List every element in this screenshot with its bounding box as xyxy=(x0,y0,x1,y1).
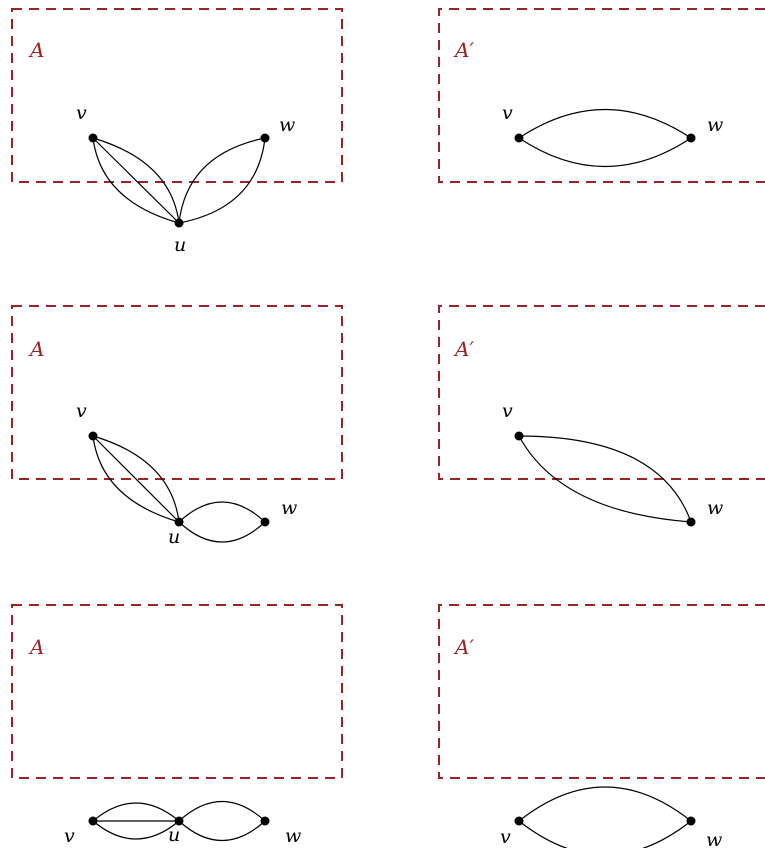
row-1: A v u w A′ v w xyxy=(11,8,765,256)
edge-v-w-upper xyxy=(518,435,692,523)
vertex-w-label: w xyxy=(279,114,295,136)
edge-u-w-lower xyxy=(178,137,266,224)
vertex-u-label: u xyxy=(174,234,186,256)
vertex-v-label: v xyxy=(502,400,513,422)
region-A-prime-label: A′ xyxy=(453,635,474,659)
edge-u-w-upper xyxy=(178,137,266,224)
vertex-w-label: w xyxy=(281,497,297,519)
vertex-v xyxy=(514,431,524,441)
vertex-u xyxy=(174,218,184,228)
region-A-prime-box xyxy=(438,8,765,183)
edge-v-u-lower xyxy=(92,820,180,840)
edge-u-w-lower xyxy=(178,820,266,841)
region-A-label: A xyxy=(28,635,44,659)
edge-v-u-upper xyxy=(92,435,180,523)
edge-v-u-lower xyxy=(92,435,180,523)
edge-v-u-straight xyxy=(92,137,180,224)
region-A-box xyxy=(11,604,343,779)
edge-v-w-lower xyxy=(518,137,692,168)
row-2-right-panel: A′ v w xyxy=(438,305,765,527)
vertex-v-label: v xyxy=(64,825,75,847)
edge-v-u-straight xyxy=(92,435,180,523)
vertex-v xyxy=(88,133,98,143)
vertex-w-label: w xyxy=(706,829,722,848)
edge-u-w-upper xyxy=(178,501,266,523)
region-A-box xyxy=(11,8,343,183)
vertex-w xyxy=(686,517,696,527)
vertex-w-label: w xyxy=(285,825,301,847)
row-1-left-panel: A v u w xyxy=(11,8,343,256)
vertex-w xyxy=(686,133,696,143)
edge-v-w-lower xyxy=(518,820,692,848)
vertex-w xyxy=(260,133,270,143)
edge-v-w-lower xyxy=(518,435,692,523)
vertex-v-label: v xyxy=(76,102,87,124)
region-A-label: A xyxy=(28,337,44,361)
vertex-v xyxy=(514,133,524,143)
vertex-w xyxy=(686,816,696,826)
region-A-prime-label: A′ xyxy=(453,38,474,62)
edge-u-w-upper xyxy=(178,801,266,822)
edge-v-w-upper xyxy=(518,786,692,822)
vertex-w-label: w xyxy=(707,114,723,136)
region-A-prime-label: A′ xyxy=(453,337,474,361)
vertex-v xyxy=(88,816,98,826)
region-A-prime-box xyxy=(438,305,765,480)
vertex-w xyxy=(260,816,270,826)
vertex-v-label: v xyxy=(76,400,87,422)
edge-v-u-lower xyxy=(92,137,180,224)
vertex-v-label: v xyxy=(500,826,511,848)
vertex-u-label: u xyxy=(168,526,180,548)
vertex-u xyxy=(174,517,184,527)
row-3-right-panel: A′ v w xyxy=(438,604,765,848)
row-3-left-panel: A v u w xyxy=(11,604,343,847)
row-2: A v u w A′ v w xyxy=(11,305,765,548)
row-1-right-panel: A′ v w xyxy=(438,8,765,183)
vertex-v xyxy=(88,431,98,441)
vertex-v-label: v xyxy=(502,102,513,124)
region-A-label: A xyxy=(28,38,44,62)
vertex-w xyxy=(260,517,270,527)
edge-v-u-upper xyxy=(92,137,180,224)
edge-v-u-upper xyxy=(92,802,180,822)
edge-v-w-upper xyxy=(518,108,692,139)
row-3: A v u w A′ v w xyxy=(11,604,765,848)
row-2-left-panel: A v u w xyxy=(11,305,343,548)
vertex-v xyxy=(514,816,524,826)
vertex-u-label: u xyxy=(168,824,180,846)
vertex-u xyxy=(174,816,184,826)
vertex-w-label: w xyxy=(707,497,723,519)
region-A-box xyxy=(11,305,343,480)
edge-u-w-lower xyxy=(178,521,266,543)
region-A-prime-box xyxy=(438,604,765,779)
